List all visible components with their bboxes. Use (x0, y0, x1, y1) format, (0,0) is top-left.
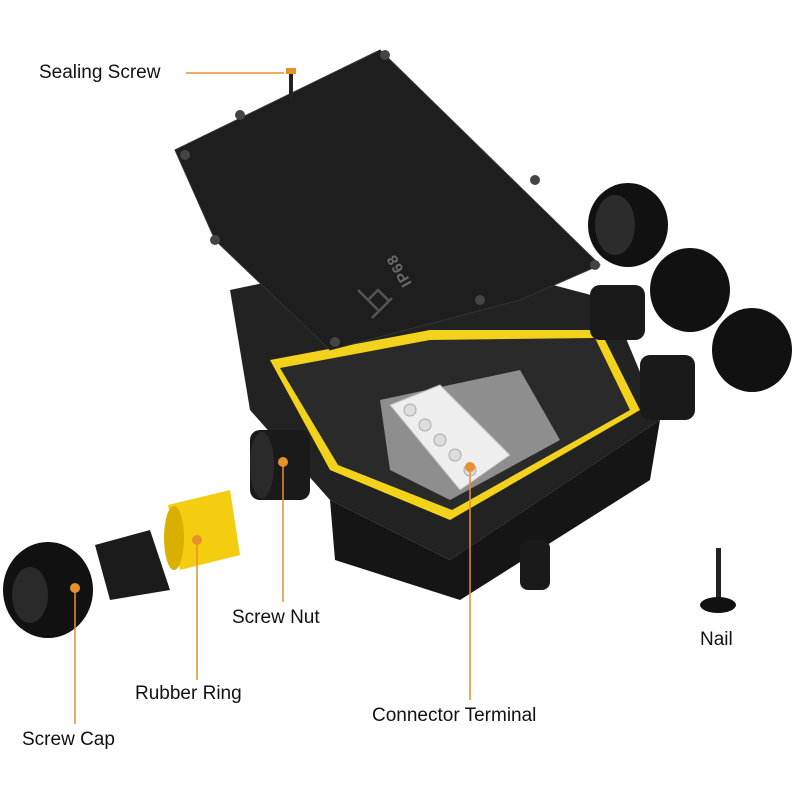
cable-glands (250, 285, 695, 500)
leader-lines (70, 72, 475, 724)
nail (700, 548, 736, 613)
label-rubber-ring: Rubber Ring (135, 683, 242, 704)
spare-caps (588, 183, 792, 392)
label-screw-cap: Screw Cap (22, 729, 115, 750)
screw-cap-part (3, 542, 93, 638)
lid (174, 49, 601, 351)
label-screw-nut: Screw Nut (232, 607, 320, 628)
label-nail: Nail (700, 629, 733, 650)
claw-part (95, 530, 170, 600)
label-connector-terminal: Connector Terminal (372, 705, 537, 726)
rubber-ring-part (164, 490, 240, 570)
lt-logo (357, 288, 393, 319)
sealing-screw (286, 68, 296, 100)
label-sealing-screw: Sealing Screw (39, 62, 161, 83)
